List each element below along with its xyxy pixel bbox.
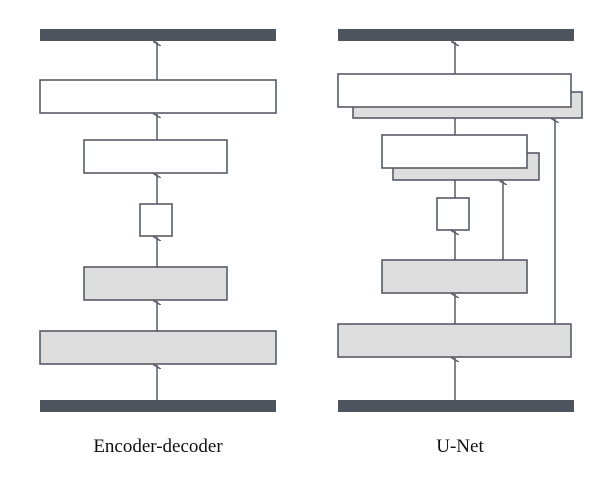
panel-u-net: U-Net (337, 29, 583, 457)
blocks-encoder-decoder (39, 29, 277, 412)
decoder-block-2 (83, 139, 228, 174)
decoder-block-2 (381, 134, 528, 169)
output-data-bar (338, 29, 574, 41)
bottleneck-block (436, 197, 470, 231)
decoder-block-1 (337, 73, 572, 108)
panels-layer: Encoder-decoder U-Net (39, 29, 583, 457)
encoder-block-1 (337, 323, 572, 358)
input-data-bar (40, 400, 276, 412)
encoder-block-2 (381, 259, 528, 294)
panel-encoder-decoder: Encoder-decoder (39, 29, 277, 457)
decoder-block-1 (39, 79, 277, 114)
encoder-block-2 (83, 266, 228, 301)
input-data-bar (338, 400, 574, 412)
output-data-bar (40, 29, 276, 41)
encoder-block-1 (39, 330, 277, 365)
bottleneck-block (139, 203, 173, 237)
panel-caption-encoder-decoder: Encoder-decoder (93, 436, 223, 457)
panel-caption-u-net: U-Net (436, 436, 484, 457)
blocks-u-net (337, 29, 583, 412)
